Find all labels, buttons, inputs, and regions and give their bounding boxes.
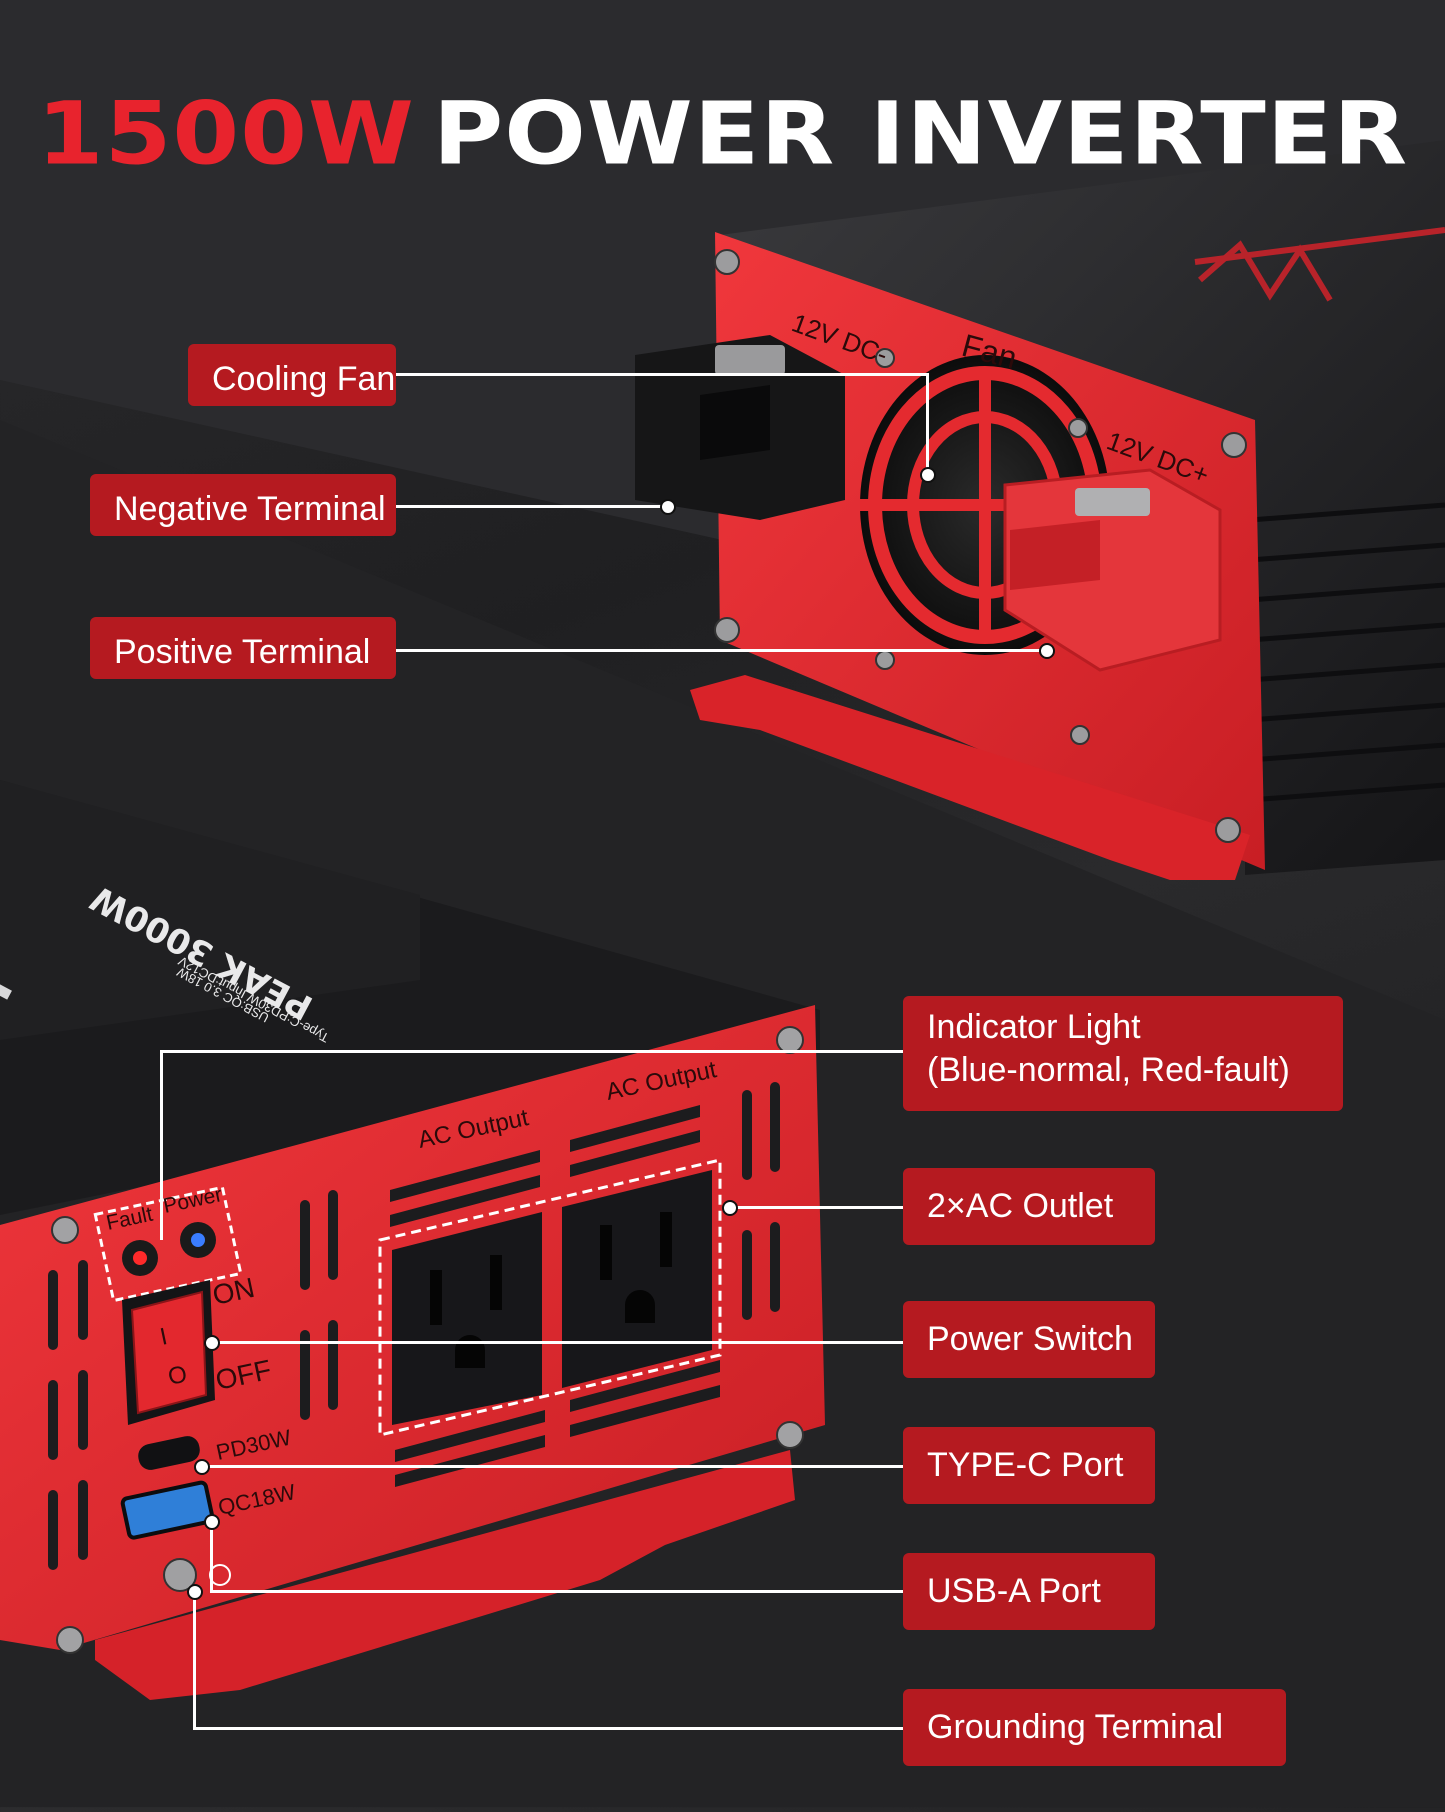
leader-indicator	[160, 1050, 905, 1053]
leader-cooling-fan	[395, 373, 927, 376]
brand-logo	[1194, 227, 1445, 302]
leader-cooling-fan-v	[926, 373, 929, 473]
callout-usb-a: USB-A Port	[903, 1553, 1155, 1630]
callout-type-c: TYPE-C Port	[903, 1427, 1155, 1504]
callout-indicator-line1: Indicator Light	[927, 1008, 1141, 1046]
grounding-screw	[163, 1558, 197, 1592]
callout-power-switch: Power Switch	[903, 1301, 1155, 1378]
rear-screws	[714, 249, 1247, 843]
callout-positive-terminal: Positive Terminal	[90, 617, 396, 679]
rear-housing	[720, 140, 1445, 875]
leader-usb-a-v	[210, 1520, 213, 1592]
positive-terminal-block	[1003, 468, 1222, 672]
leader-indicator-v	[160, 1050, 163, 1240]
front-mounting-foot	[95, 1450, 795, 1700]
callout-cooling-fan: Cooling Fan	[188, 344, 396, 406]
title-wattage: 1500W	[36, 83, 415, 185]
callout-ac-outlet: 2×AC Outlet	[903, 1168, 1155, 1245]
leader-grounding	[193, 1727, 905, 1730]
leader-negative	[395, 505, 665, 508]
dot-grounding	[187, 1584, 203, 1600]
title-text: POWER INVERTER	[432, 83, 1409, 185]
callout-grounding-terminal: Grounding Terminal	[903, 1689, 1286, 1766]
outlet-outline	[378, 1158, 722, 1437]
leader-grounding-v	[193, 1590, 196, 1730]
front-screws	[51, 1026, 804, 1654]
dot-type-c	[194, 1459, 210, 1475]
rocker-off-mark: O	[166, 1361, 190, 1391]
ac-outlet-2	[562, 1170, 712, 1388]
callout-indicator-light: Indicator Light (Blue-normal, Red-fault)	[903, 996, 1343, 1111]
dot-power-switch	[204, 1335, 220, 1351]
rear-mounting-foot	[690, 675, 1250, 880]
type-c-port	[138, 1436, 200, 1470]
leader-usb-a	[210, 1590, 905, 1593]
power-switch-rocker	[122, 1280, 215, 1425]
leader-power-switch	[210, 1341, 905, 1344]
dot-negative	[660, 499, 676, 515]
dot-usb-a	[204, 1514, 220, 1530]
leader-type-c	[200, 1465, 905, 1468]
callout-indicator-line2: (Blue-normal, Red-fault)	[927, 1051, 1290, 1089]
ac-outlet-1	[392, 1212, 542, 1425]
dot-positive	[1039, 643, 1055, 659]
usb-a-port	[120, 1480, 215, 1540]
dot-ac-outlet	[722, 1200, 738, 1216]
leader-positive	[395, 649, 1045, 652]
dot-cooling-fan	[920, 467, 936, 483]
negative-terminal-block	[635, 335, 845, 520]
leader-ac-outlet	[728, 1206, 905, 1209]
callout-negative-terminal: Negative Terminal	[90, 474, 396, 536]
rear-heatsink-fins	[1249, 502, 1445, 803]
